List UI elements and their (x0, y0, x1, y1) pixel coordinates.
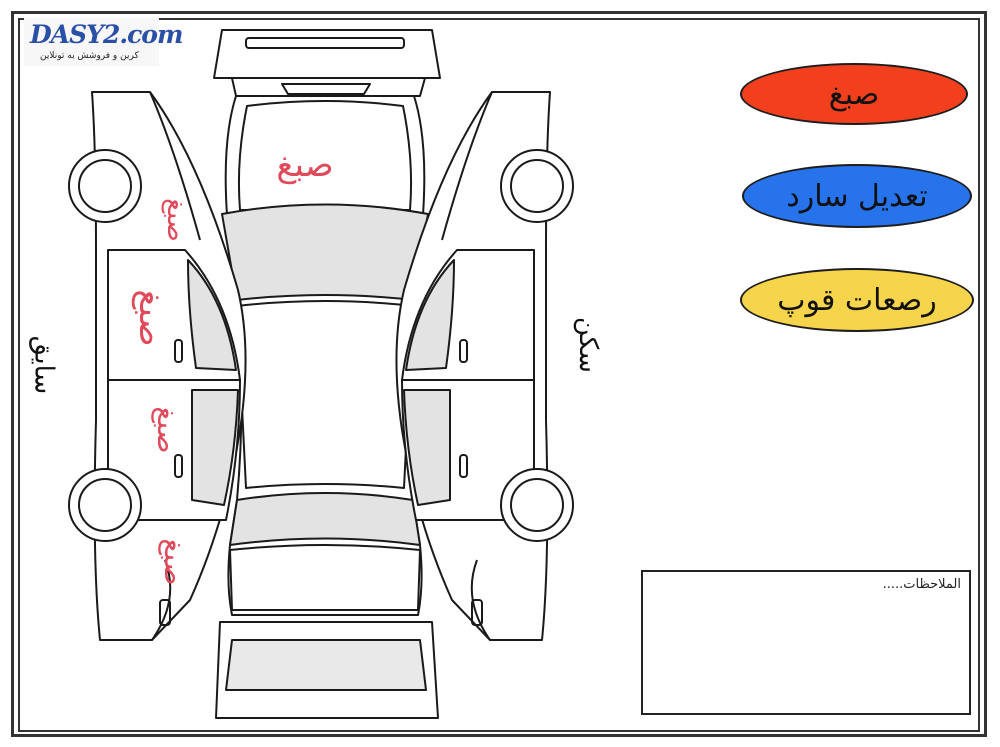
mark-rear-fender: صبغ (158, 538, 191, 585)
mark-roof: صبغ (276, 145, 333, 185)
notes-label: الملاحظات..... (882, 577, 961, 592)
top-view-body (221, 95, 429, 616)
logo-tagline: کرین و فروشش به تونلاین (40, 51, 139, 61)
notes-box[interactable]: الملاحظات..... (641, 570, 971, 715)
left-side-view (68, 91, 247, 641)
top-view-front-bumper (213, 29, 441, 97)
legend-paint: صبغ (740, 63, 968, 125)
logo-brand: DASY2.com (30, 20, 183, 49)
driver-side-label: سايق (28, 335, 59, 395)
mark-front-fender: صبغ (161, 198, 191, 242)
outer-frame (11, 11, 987, 737)
logo: DASY2.com کرین و فروشش به تونلاین (24, 18, 183, 66)
passenger-side-label: سكن (572, 317, 603, 373)
inner-frame (18, 18, 980, 732)
right-side-view (395, 91, 574, 641)
mark-rear-door: صبغ (151, 406, 184, 453)
mark-front-door: صبغ (131, 289, 171, 346)
top-view-rear-bumper (215, 621, 439, 719)
legend-repair: تعديل سارد (742, 164, 972, 228)
legend-dents: رصعات قوپ (740, 268, 974, 332)
